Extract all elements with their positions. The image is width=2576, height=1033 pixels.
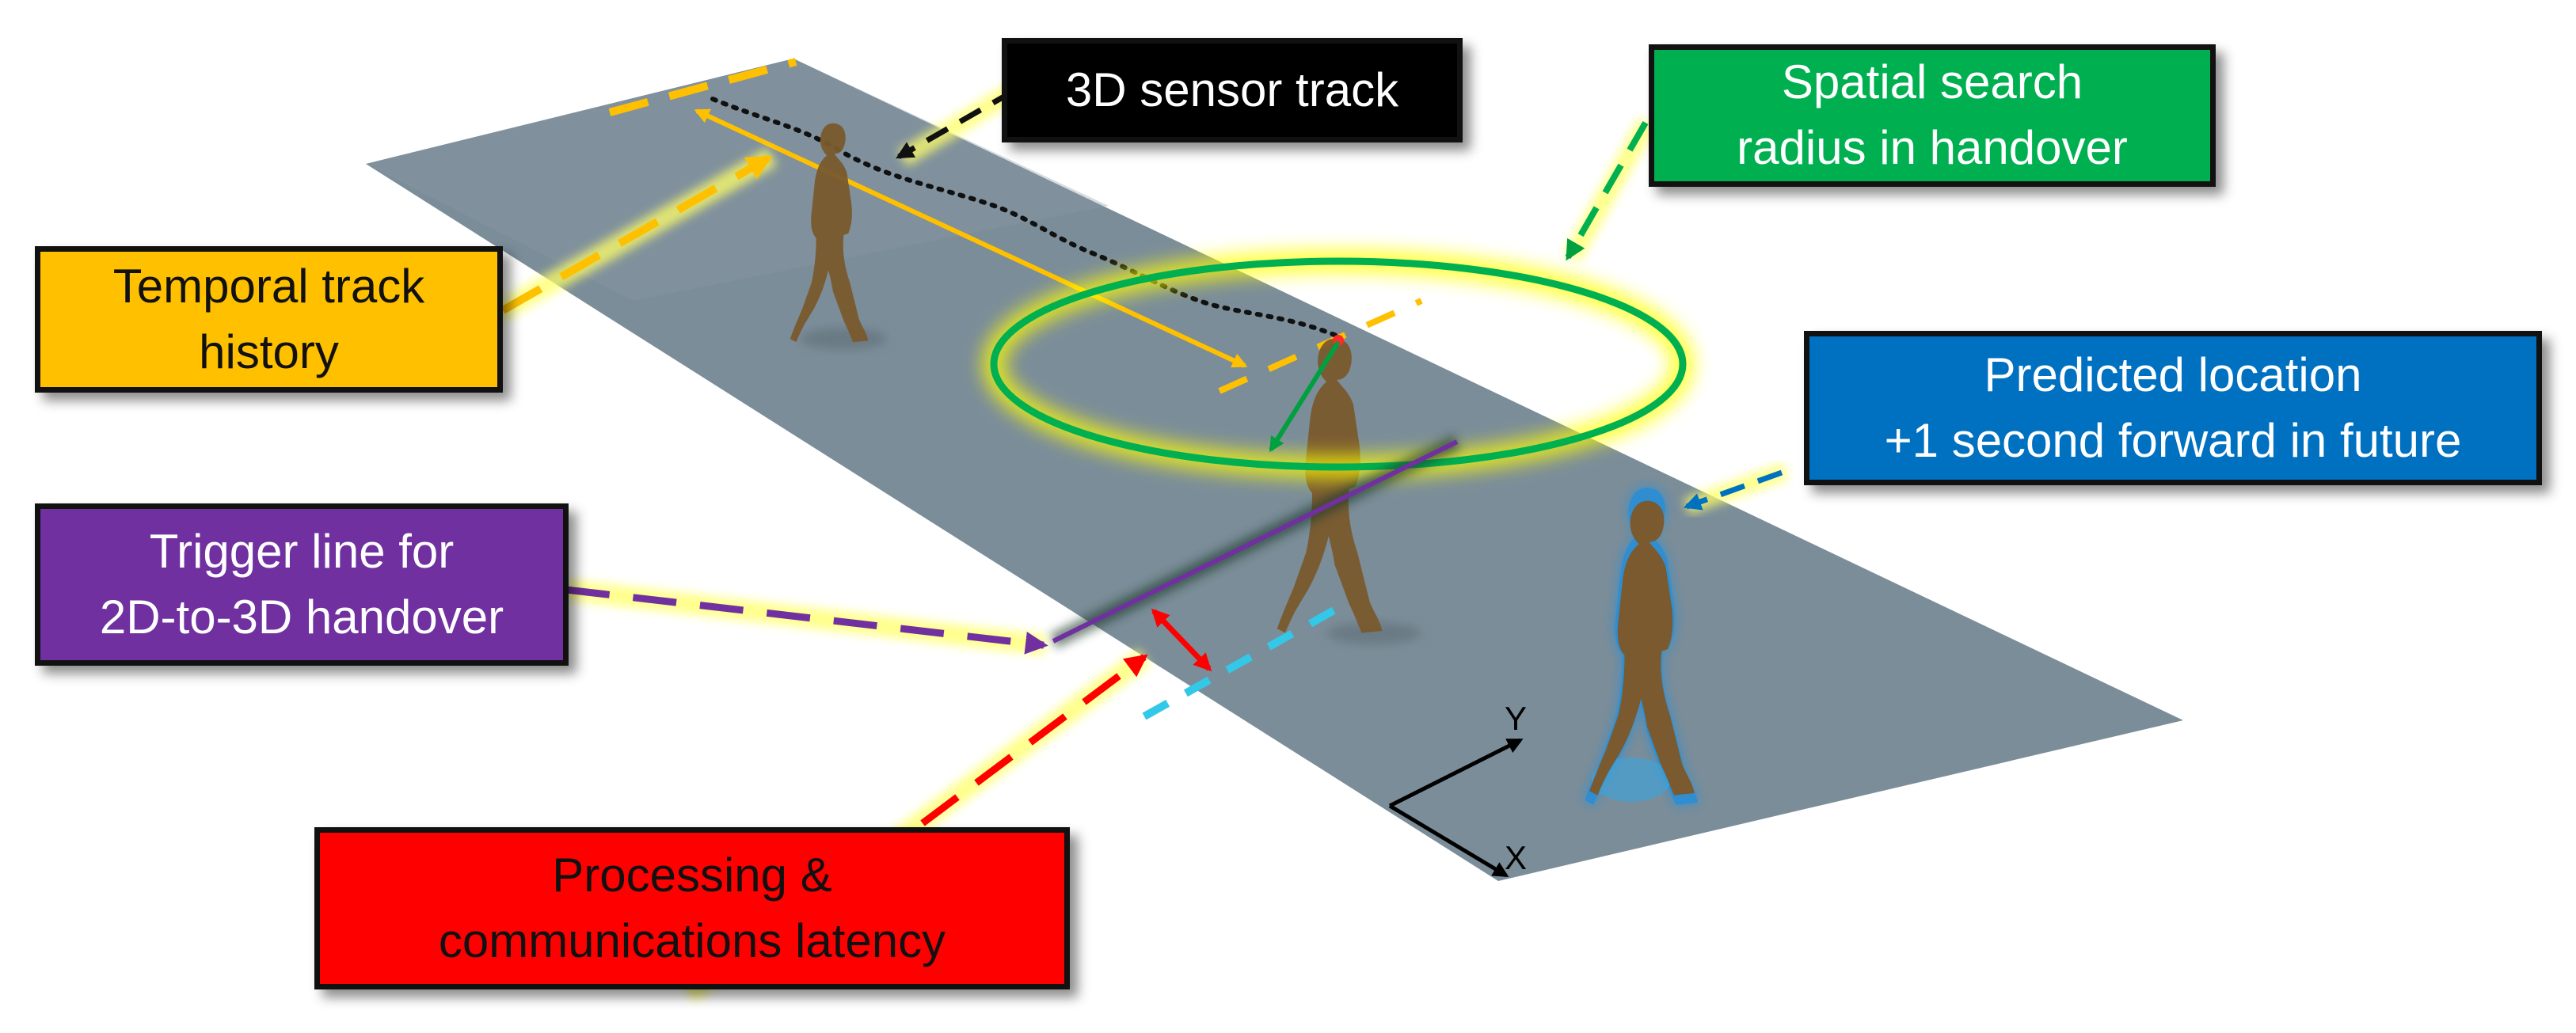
temporal-history-label: Temporal track history [35, 246, 503, 393]
trigger-line-line-1: Trigger line for [149, 524, 455, 578]
latency-line-1: Processing & [552, 848, 832, 902]
trigger-line [1052, 439, 1459, 644]
search-radius-ellipse [990, 257, 1687, 471]
trigger-line-label: Trigger line for 2D-to-3D handover [35, 503, 569, 666]
spatial-search-pointer [1565, 121, 1649, 261]
track-end-dash [1218, 298, 1423, 394]
latency-text: Processing & communications latency [439, 843, 946, 974]
x-axis [1388, 803, 1509, 878]
trigger-line-pointer [565, 586, 1048, 655]
latency-line-2: communications latency [438, 913, 946, 967]
spatial-search-line-1: Spatial search [1781, 55, 2083, 109]
trigger-line-text: Trigger line for 2D-to-3D handover [100, 519, 504, 651]
person-shadow [800, 328, 887, 350]
temporal-history-line-1: Temporal track [112, 259, 425, 313]
sensor-track-pointer [896, 88, 1015, 160]
spatial-search-text: Spatial search radius in handover [1737, 50, 2128, 181]
x-axis-label: X [1505, 839, 1527, 876]
predicted-location-pointer [1683, 469, 1783, 511]
person-shadow [1326, 622, 1421, 644]
sensor-track-text: 3D sensor track [1065, 63, 1399, 116]
latency-arrow [1151, 608, 1212, 672]
temporal-history-text: Temporal track history [113, 254, 424, 385]
latency-reference-line [1142, 604, 1341, 720]
latency-label: Processing & communications latency [314, 827, 1070, 989]
predicted-shadow [1592, 758, 1671, 802]
predicted-location-label: Predicted location +1 second forward in … [1804, 331, 2542, 485]
predicted-location-text: Predicted location +1 second forward in … [1885, 343, 2462, 474]
callout-pointers [493, 80, 1789, 1002]
sensor-track-path [710, 97, 1341, 339]
track-start-dash [608, 58, 797, 116]
predicted-location-line-2: +1 second forward in future [1884, 413, 2462, 467]
spatial-search-line-2: radius in handover [1737, 121, 2128, 174]
heading-arrow [1269, 340, 1341, 453]
temporal-history-arrow [694, 108, 1248, 368]
predicted-location-line-1: Predicted location [1984, 347, 2362, 401]
sensor-track-label: 3D sensor track [1002, 38, 1463, 142]
spatial-search-label: Spatial search radius in handover [1649, 44, 2216, 187]
y-axis-label: Y [1505, 700, 1527, 737]
temporal-history-pointer [500, 154, 773, 314]
axis-indicator: Y X [1388, 700, 1527, 878]
temporal-history-line-2: history [199, 325, 339, 378]
latency-pointer [920, 654, 1148, 826]
trigger-line-line-2: 2D-to-3D handover [99, 590, 504, 644]
y-axis [1388, 738, 1524, 808]
